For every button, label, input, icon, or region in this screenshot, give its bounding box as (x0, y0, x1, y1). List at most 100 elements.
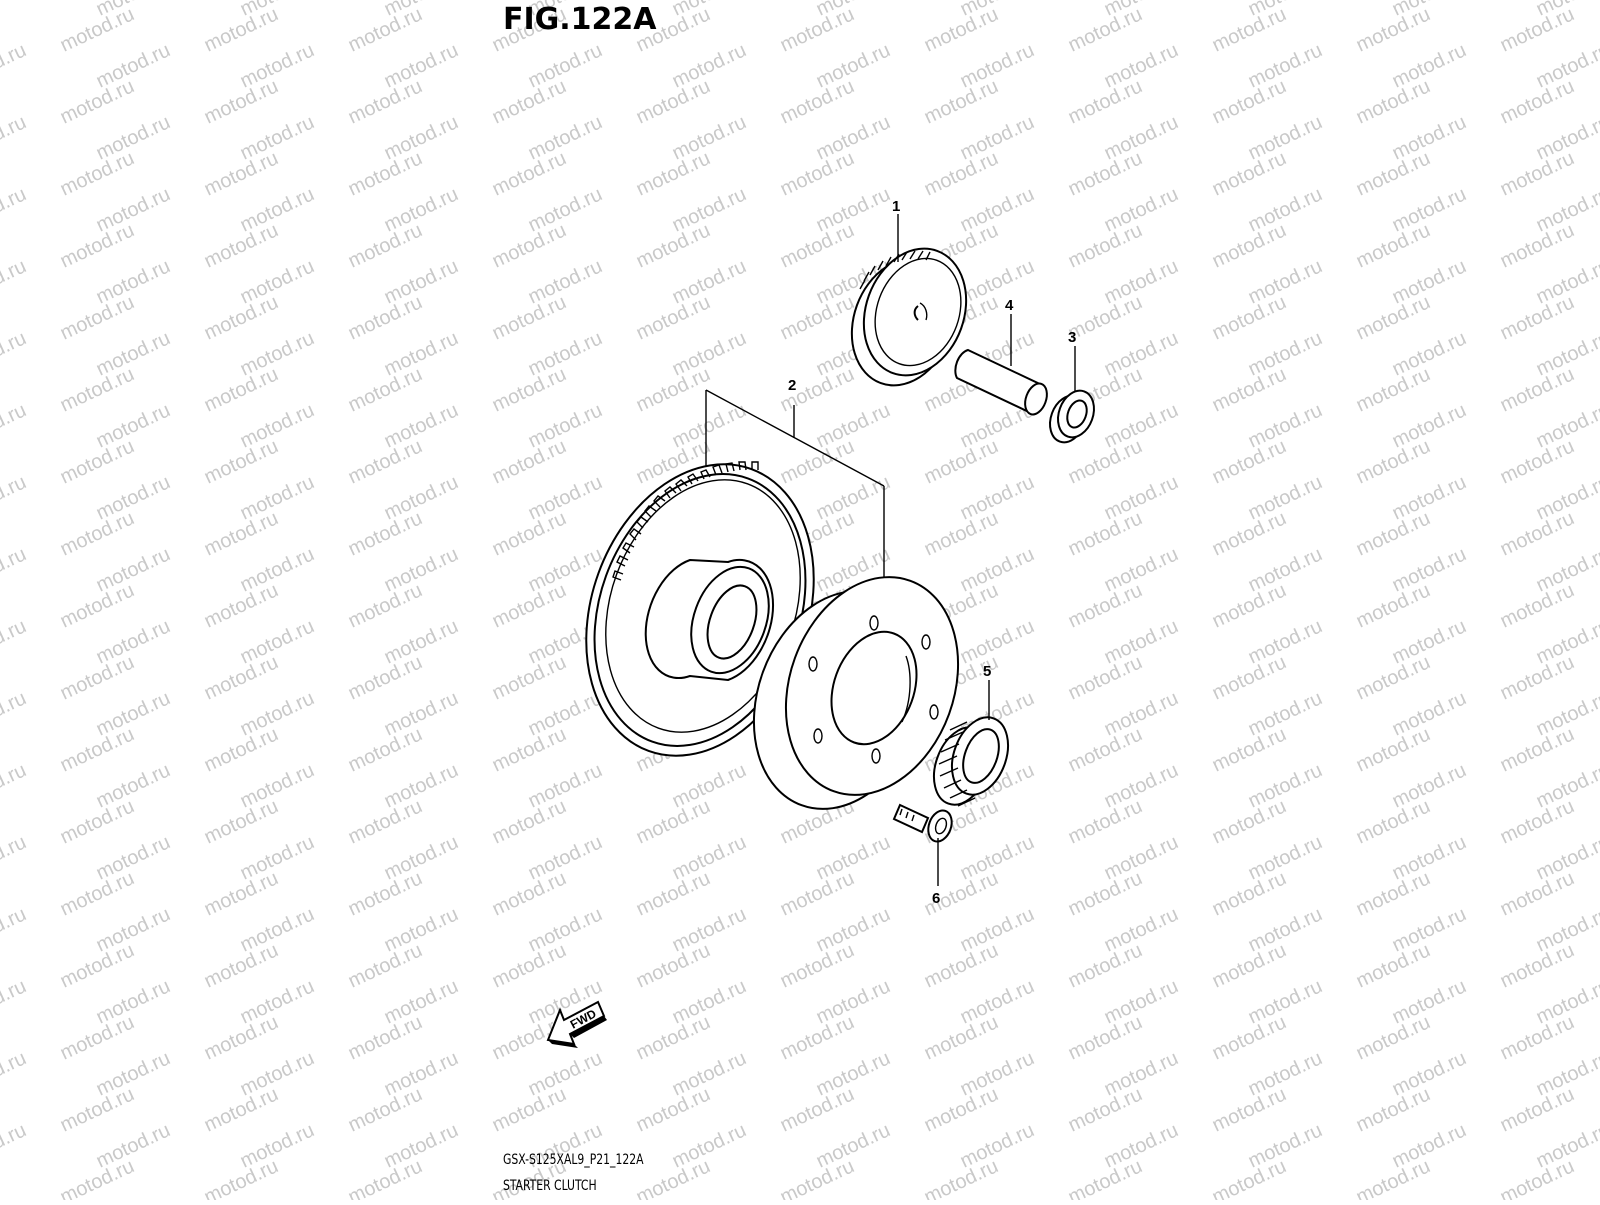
watermark-text: motod.ru (93, 687, 174, 740)
watermark-text: motod.ru (1389, 1119, 1470, 1172)
watermark-text: motod.ru (1101, 831, 1182, 884)
watermark-text: motod.ru (0, 39, 30, 92)
watermark-text: motod.ru (93, 399, 174, 452)
watermark-text: motod.ru (381, 687, 462, 740)
watermark-text: motod.ru (0, 615, 30, 668)
callout-3: 3 (1068, 329, 1076, 346)
watermark-text: motod.ru (1101, 183, 1182, 236)
watermark-text: motod.ru (1245, 471, 1326, 524)
watermark-text: motod.ru (0, 255, 30, 308)
watermark-text: motod.ru (957, 1119, 1038, 1172)
watermark-text: motod.ru (669, 327, 750, 380)
watermark-text: motod.ru (1245, 831, 1326, 884)
watermark-text: motod.ru (0, 111, 30, 164)
watermark-text: motod.ru (1245, 399, 1326, 452)
watermark-text: motod.ru (1245, 183, 1326, 236)
watermark-text: motod.ru (1101, 615, 1182, 668)
watermark-text: motod.ru (381, 399, 462, 452)
watermark-text: motod.ru (237, 687, 318, 740)
watermark-text: motod.ru (237, 399, 318, 452)
watermark-text: motod.ru (93, 759, 174, 812)
watermark-text: motod.ru (237, 615, 318, 668)
watermark-text: motod.ru (237, 39, 318, 92)
watermark-text: motod.ru (957, 903, 1038, 956)
watermark-text: motod.ru (1101, 543, 1182, 596)
watermark-text: motod.ru (93, 615, 174, 668)
starter-idle-gear-icon[interactable] (835, 234, 984, 400)
watermark-text: motod.ru (237, 975, 318, 1028)
watermark-text: motod.ru (669, 903, 750, 956)
starter-driven-gear-icon[interactable] (547, 432, 853, 788)
watermark-text: motod.ru (1101, 255, 1182, 308)
watermark-text: motod.ru (1389, 471, 1470, 524)
watermark-text: motod.ru (525, 327, 606, 380)
watermark-text: motod.ru (381, 759, 462, 812)
watermark-text: motod.ru (669, 111, 750, 164)
watermark-text: motod.ru (1389, 183, 1470, 236)
washer-icon[interactable] (1044, 386, 1100, 448)
watermark-text: motod.ru (525, 399, 606, 452)
watermark-text: motod.ru (381, 615, 462, 668)
watermark-text: motod.ru (381, 975, 462, 1028)
watermark-text: motod.ru (1245, 975, 1326, 1028)
callout-5: 5 (983, 663, 991, 680)
watermark-text: motod.ru (957, 39, 1038, 92)
watermark-text: motod.ru (813, 39, 894, 92)
watermark-text: motod.ru (1245, 327, 1326, 380)
watermark-text: motod.ru (1101, 903, 1182, 956)
watermark-text: motod.ru (93, 471, 174, 524)
watermark-text: motod.ru (0, 1047, 30, 1100)
watermark-text: motod.ru (1245, 39, 1326, 92)
idle-gear-shaft-icon[interactable] (954, 348, 1051, 417)
watermark-text: motod.ru (237, 255, 318, 308)
watermark-text: motod.ru (0, 183, 30, 236)
section-name: STARTER CLUTCH (503, 1178, 597, 1194)
watermark-text: motod.ru (525, 255, 606, 308)
watermark-text: motod.ru (93, 1119, 174, 1172)
watermark-text: motod.ru (525, 111, 606, 164)
watermark-text: motod.ru (957, 1047, 1038, 1100)
watermark-text: motod.ru (669, 831, 750, 884)
watermark-text: motod.ru (669, 1047, 750, 1100)
watermark-text: motod.ru (525, 1047, 606, 1100)
watermark-text: motod.ru (1101, 39, 1182, 92)
watermark-text: motod.ru (0, 327, 30, 380)
watermark-text: motod.ru (0, 0, 30, 21)
needle-bearing-icon[interactable] (924, 710, 1018, 813)
watermark-text: motod.ru (1389, 687, 1470, 740)
leader-lines (897, 214, 1076, 886)
watermark-text: motod.ru (381, 183, 462, 236)
watermark-text: motod.ru (1389, 327, 1470, 380)
watermark-text: motod.ru (1245, 759, 1326, 812)
watermark-text: motod.ru (1245, 687, 1326, 740)
watermark-text: motod.ru (957, 183, 1038, 236)
watermark-text: motod.ru (237, 471, 318, 524)
watermark-text: motod.ru (813, 903, 894, 956)
watermark-text: motod.ru (1389, 39, 1470, 92)
watermark-text: motod.ru (93, 111, 174, 164)
watermark-text: motod.ru (1389, 903, 1470, 956)
watermark-text: motod.ru (237, 327, 318, 380)
watermark-text: motod.ru (957, 111, 1038, 164)
watermark-text: motod.ru (237, 759, 318, 812)
watermark-text: motod.ru (237, 543, 318, 596)
watermark-text: motod.ru (1101, 759, 1182, 812)
watermark-text: motod.ru (525, 687, 606, 740)
watermark-text: motod.ru (1101, 327, 1182, 380)
watermark-text: motod.ru (1245, 615, 1326, 668)
watermark-text: motod.ru (525, 39, 606, 92)
watermark-text: motod.ru (957, 615, 1038, 668)
watermark-text: motod.ru (813, 399, 894, 452)
watermark-text: motod.ru (381, 327, 462, 380)
watermark-text: motod.ru (957, 543, 1038, 596)
watermark-text: motod.ru (381, 903, 462, 956)
watermark-text: motod.ru (1389, 399, 1470, 452)
model-code: GSX-S125XAL9_P21_122A (503, 1152, 644, 1168)
watermark-text: motod.ru (381, 543, 462, 596)
watermark-text: motod.ru (93, 1047, 174, 1100)
starter-clutch-body-icon[interactable] (725, 553, 988, 834)
bolt-icon[interactable] (892, 803, 956, 845)
watermark-text: motod.ru (0, 399, 30, 452)
watermark-text: motod.ru (1101, 111, 1182, 164)
